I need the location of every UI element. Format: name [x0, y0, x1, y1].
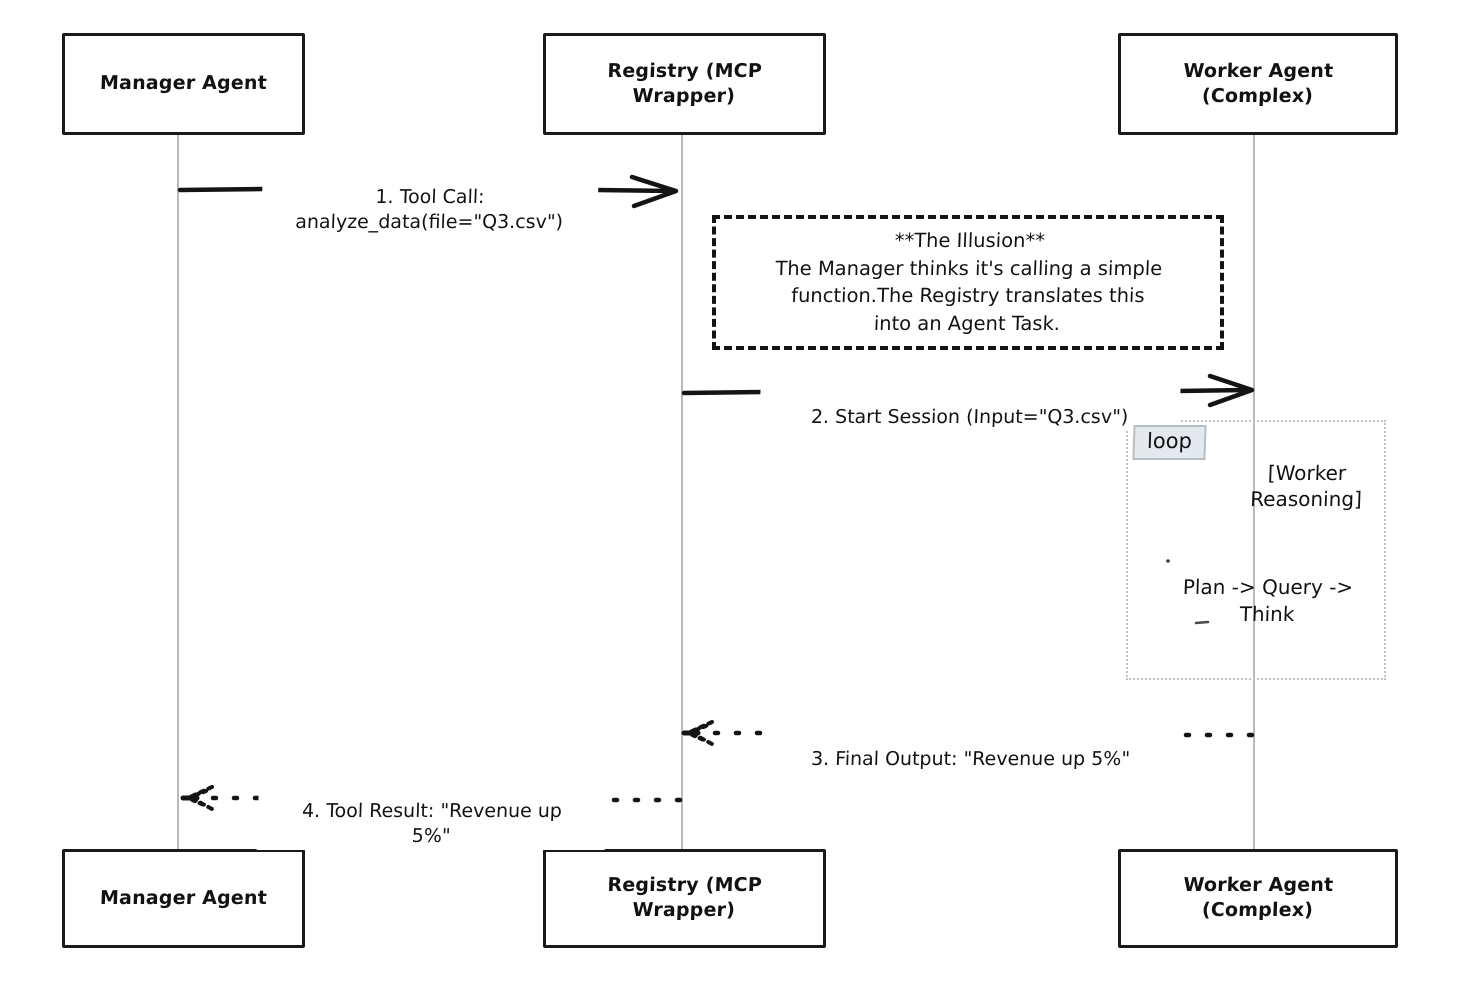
message-label-1: 1. Tool Call: analyze_data(file="Q3.csv"… [260, 159, 600, 236]
loop-condition-label: [Worker Reasoning] [1231, 434, 1384, 512]
participant-label-manager-bottom: Manager Agent [99, 886, 268, 909]
message-label-3: 3. Final Output: "Revenue up 5%" [761, 721, 1181, 773]
participant-label-registry-top: Registry (MCP Wrapper) [607, 59, 763, 107]
participant-box-worker-bottom[interactable]: Worker Agent (Complex) [1118, 849, 1398, 948]
participant-box-manager-top[interactable]: Manager Agent [62, 33, 305, 135]
loop-tag-text: loop [1146, 429, 1193, 453]
note-the-illusion: **The Illusion** The Manager thinks it's… [712, 215, 1224, 350]
note-the-illusion-text: **The Illusion** The Manager thinks it's… [774, 229, 1163, 336]
participant-box-manager-bottom[interactable]: Manager Agent [62, 849, 305, 948]
message-label-4-text: 4. Tool Result: "Revenue up 5%" [301, 799, 563, 848]
loop-inner-message-label: Plan -> Query -> Think [1161, 548, 1376, 627]
message-label-2-text: 2. Start Session (Input="Q3.csv") [810, 405, 1129, 428]
participant-box-registry-bottom[interactable]: Registry (MCP Wrapper) [543, 849, 826, 948]
participant-label-worker-top: Worker Agent (Complex) [1183, 59, 1334, 107]
self-message-worker-loop [1166, 559, 1210, 625]
participant-box-worker-top[interactable]: Worker Agent (Complex) [1118, 33, 1398, 135]
loop-inner-message-text: Plan -> Query -> Think [1182, 575, 1354, 626]
message-arrow-2 [681, 373, 1255, 408]
participant-box-registry-top[interactable]: Registry (MCP Wrapper) [543, 33, 826, 135]
message-arrow-3 [681, 720, 1255, 746]
loop-frame-worker-reasoning [1126, 420, 1386, 680]
message-label-2: 2. Start Session (Input="Q3.csv") [759, 379, 1181, 431]
message-label-3-text: 3. Final Output: "Revenue up 5%" [810, 747, 1131, 770]
loop-tag-label: loop [1132, 425, 1207, 461]
message-label-1-text: 1. Tool Call: analyze_data(file="Q3.csv"… [294, 185, 564, 234]
message-arrow-1 [177, 174, 679, 209]
message-arrow-4 [180, 785, 683, 811]
participant-label-manager-top: Manager Agent [99, 72, 268, 95]
message-label-4: 4. Tool Result: "Revenue up 5%" [256, 773, 608, 850]
loop-condition-text: [Worker Reasoning] [1249, 461, 1363, 511]
participant-label-worker-bottom: Worker Agent (Complex) [1183, 874, 1334, 922]
participant-label-registry-bottom: Registry (MCP Wrapper) [607, 874, 763, 922]
